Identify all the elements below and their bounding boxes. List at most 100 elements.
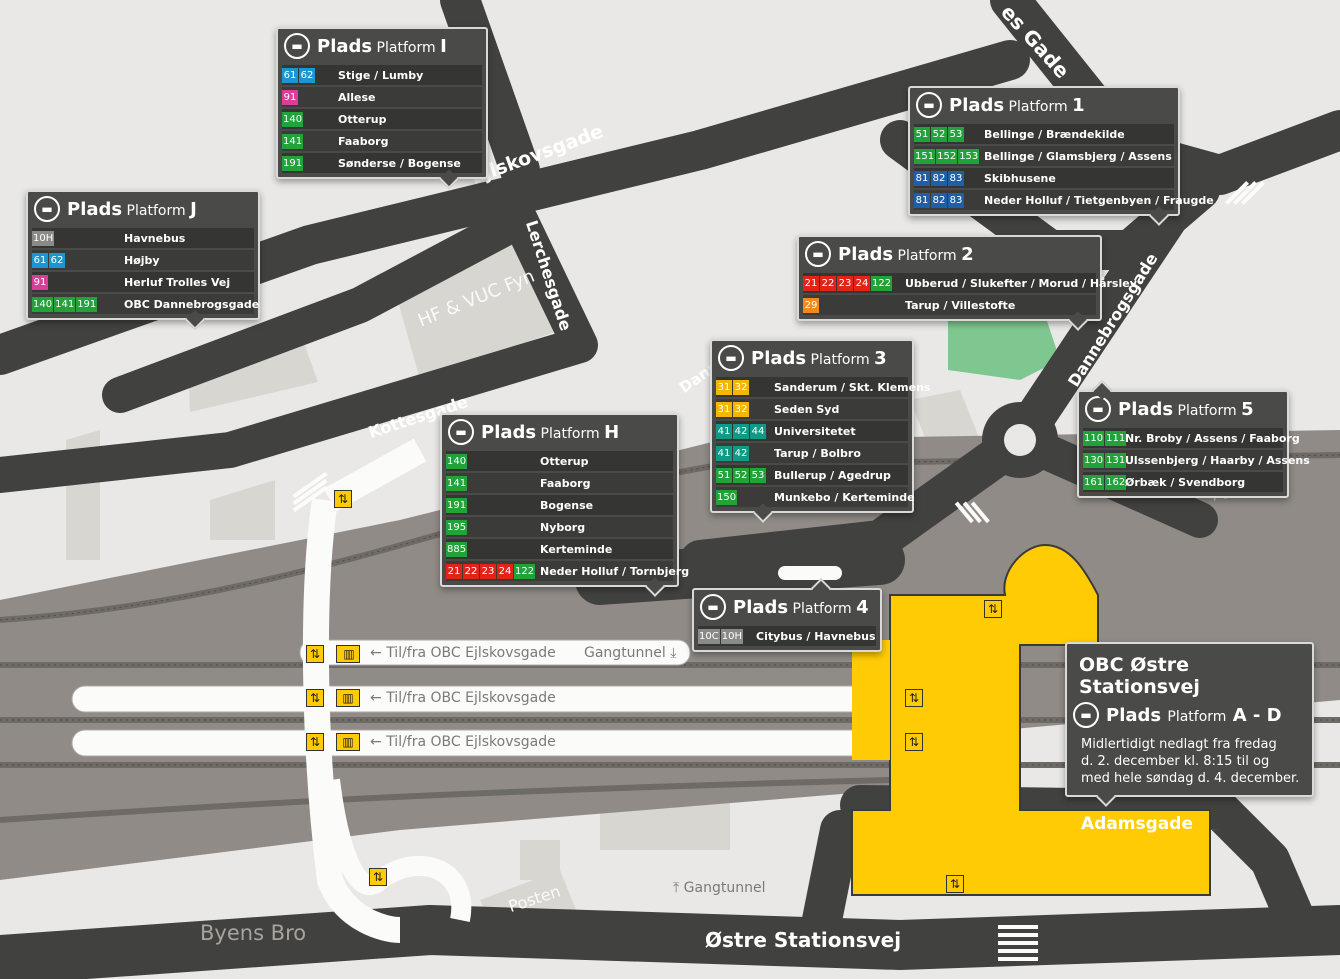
route-number-badge: 140 [446,453,468,469]
route-destination: Bogense [540,498,594,512]
route-row[interactable]: 191 Bogense [446,495,673,515]
route-destination: Ørbæk / Svendborg [1125,475,1246,489]
route-number-badge: 44 [750,423,766,439]
route-destination: Stige / Lumby [338,68,424,82]
route-number-badge: 52 [931,126,947,142]
route-row[interactable]: 91 Allese [282,87,482,107]
route-row[interactable]: 140 Otterup [446,451,673,471]
route-number-badge: 22 [463,563,479,579]
route-destination: OBC Dannebrogsgade [124,297,260,311]
stairs-icon: ⇅ [984,600,1002,618]
route-number-badge: 195 [446,519,468,535]
route-number-badge: 91 [282,89,298,105]
route-destination: Sanderum / Skt. Klemens [774,380,931,394]
route-number-badge: 83 [948,170,964,186]
route-destination: Bellinge / Brændekilde [984,127,1125,141]
route-destination: Allese [338,90,376,104]
stairs-icon: ⇅ [369,868,387,886]
route-number-badge: 10H [720,628,743,644]
route-number-badge: 53 [750,467,766,483]
roundabout-island [1004,424,1036,456]
route-destination: Ubberud / Slukefter / Morud / Hårslev [905,276,1137,290]
route-badges: 141 [446,475,468,491]
gangtunnel-bottom: ⤒ Gangtunnel [673,880,766,896]
route-badges: 195 [446,519,468,535]
bus-icon: ▬ [284,33,310,59]
route-destination: Faaborg [540,476,591,490]
route-number-badge: 32 [733,379,749,395]
route-number-badge: 91 [32,274,48,290]
bus-icon: ▬ [1073,702,1099,728]
route-destination: Tarup / Villestofte [905,298,1016,312]
route-number-badge: 51 [914,126,930,142]
stairs-icon: ⇅ [306,733,324,751]
stairs-icon: ⇅ [306,645,324,663]
route-number-badge: 41 [716,445,732,461]
stairs-icon: ⇅ [905,689,923,707]
validator-icon: ▥ [336,645,360,663]
building-mid [910,390,980,450]
route-destination: Havnebus [124,231,186,245]
route-destination: Bullerup / Agedrup [774,468,891,482]
route-number-badge: 10C [698,628,720,644]
route-badges: 10H [32,230,55,246]
route-number-badge: 131 [1105,452,1127,468]
route-number-badge: 22 [820,275,836,291]
route-row[interactable]: 10H Havnebus [32,228,254,248]
platform-header: ▬Plads Platform 1 [910,88,1178,122]
route-number-badge: 141 [446,475,468,491]
train-platforms [71,639,893,757]
stairs-icon: ⇅ [334,490,352,508]
obc-title: OBC Østre Stationsvej [1079,654,1200,698]
obc-platform-panel[interactable]: OBC Østre Stationsvej ▬ Plads Platform A… [1065,642,1314,797]
route-number-badge: 41 [716,423,732,439]
route-row[interactable]: 141 Faaborg [446,473,673,493]
bus-icon: ▬ [34,196,60,222]
route-destination: Otterup [540,454,589,468]
walkway-label-2: ← Til/fra OBC Ejlskovsgade [370,690,556,706]
route-number-badge: 130 [1083,452,1105,468]
route-number-badge: 82 [931,170,947,186]
route-badges: 191 [446,497,468,513]
